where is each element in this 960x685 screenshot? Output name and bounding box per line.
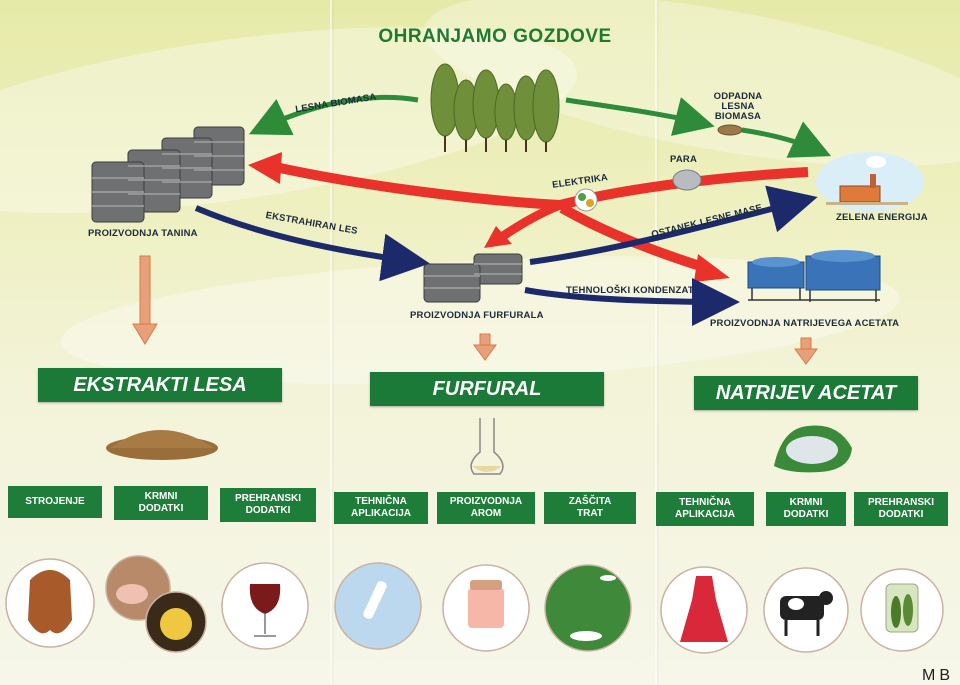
arrow-elektrika-para (278, 163, 809, 211)
use-images (5, 555, 944, 654)
page-title: OHRANJAMO GOZDOVE (378, 26, 612, 47)
banner-furfural: FURFURAL (370, 372, 604, 406)
arrowhead-red-acetat (694, 254, 730, 282)
arrowhead-red-tanin (248, 152, 282, 184)
label-proizvodnja-tanina: PROIZVODNJA TANINA (88, 228, 198, 239)
wood-chips-icon (717, 124, 743, 136)
arrow-odpadna-biomasa (565, 97, 715, 136)
arrow-tehnoloski-kondenzat (524, 277, 740, 326)
banner-ekstrakti-lesa: EKSTRAKTI LESA (38, 368, 282, 402)
pill-strojenje: STROJENJE (8, 486, 102, 518)
para-cloud-icon (672, 169, 702, 191)
acetat-plant-illustration (747, 250, 881, 302)
arrow-down-furfural (473, 333, 497, 361)
arrow-red-furfural (497, 200, 562, 242)
arrow-red-acetat (559, 203, 702, 271)
arrowhead-red-furfural (484, 226, 512, 248)
tanin-tanks-illustration (91, 126, 245, 223)
label-zelena-energija: ZELENA ENERGIJA (836, 212, 928, 223)
watermark: MB (922, 667, 954, 684)
label-odpadna-lesna-biomasa: ODPADNA LESNA BIOMASA (713, 91, 763, 122)
energy-plant-illustration (816, 152, 924, 212)
furfural-tanks-illustration (423, 253, 523, 303)
arrow-ekstrahiran-les (194, 205, 430, 282)
forest-illustration (430, 63, 560, 152)
fold-line (330, 0, 332, 685)
elektrika-icon (574, 188, 598, 212)
label-proizvodnja-acetata: PROIZVODNJA NATRIJEVEGA ACETATA (710, 318, 900, 329)
label-proizvodnja-furfurala: PROIZVODNJA FURFURALA (410, 310, 544, 321)
arrow-ostanek-lesne-mase (529, 185, 818, 265)
arrow-down-tanin (132, 255, 158, 345)
arrow-down-acetat (794, 337, 818, 365)
flask-icon (470, 418, 504, 475)
label-para: PARA (670, 154, 698, 165)
arrow-lesna-biomasa (248, 94, 419, 136)
fold-line (655, 0, 657, 685)
label-tehnoloski-kondenzat: TEHNOLOŠKI KONDENZAT (566, 285, 694, 296)
banner-natrijev-acetat: NATRIJEV ACETAT (694, 376, 918, 410)
arrow-to-energy (741, 121, 832, 158)
